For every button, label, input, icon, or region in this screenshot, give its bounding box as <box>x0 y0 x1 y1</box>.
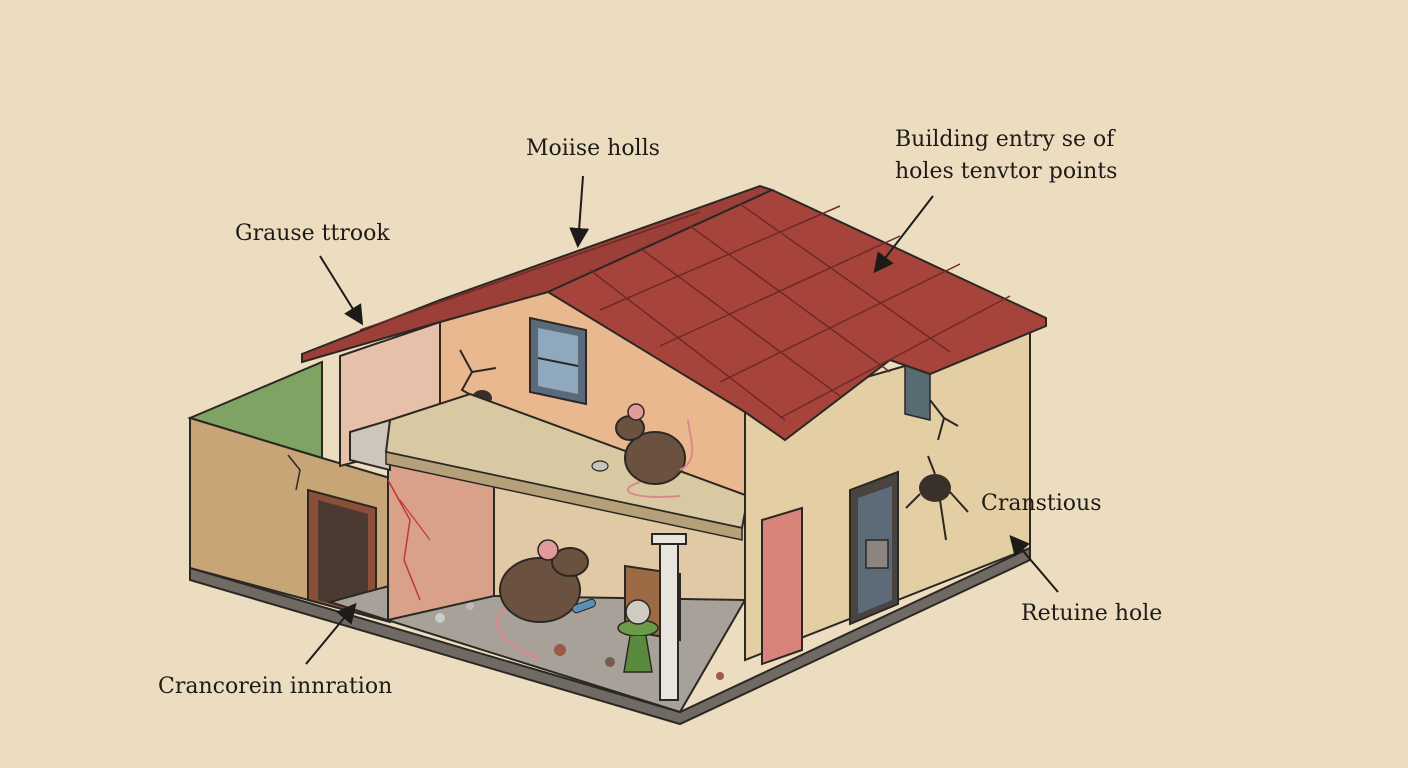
callout-arrows <box>305 175 1059 665</box>
label-cranstious: Cranstious <box>981 491 1102 516</box>
support-column <box>651 533 687 701</box>
arrow-crancorein <box>305 602 357 665</box>
label-mouse-holes: Moiise holls <box>526 136 660 161</box>
green-bowl <box>617 599 659 673</box>
label-grease-track: Grause ttrook <box>235 221 390 246</box>
label-building-entry-line1: Building entry se of <box>895 127 1115 152</box>
mouse-upper <box>591 403 694 499</box>
left-outer-wall <box>189 416 391 624</box>
arrow-building-entry <box>873 195 934 274</box>
arrow-mouse-holes <box>569 175 590 248</box>
roof <box>301 184 1047 442</box>
arrow-retuine-hole <box>1009 534 1059 593</box>
window[interactable] <box>529 316 587 406</box>
label-crancorein: Crancorein innration <box>158 674 393 699</box>
label-retuine-hole: Retuine hole <box>1021 601 1163 626</box>
mouse-lower <box>496 539 597 662</box>
arrow-grease-track <box>319 255 364 326</box>
label-building-entry-line2: holes tenvtor points <box>895 159 1118 184</box>
